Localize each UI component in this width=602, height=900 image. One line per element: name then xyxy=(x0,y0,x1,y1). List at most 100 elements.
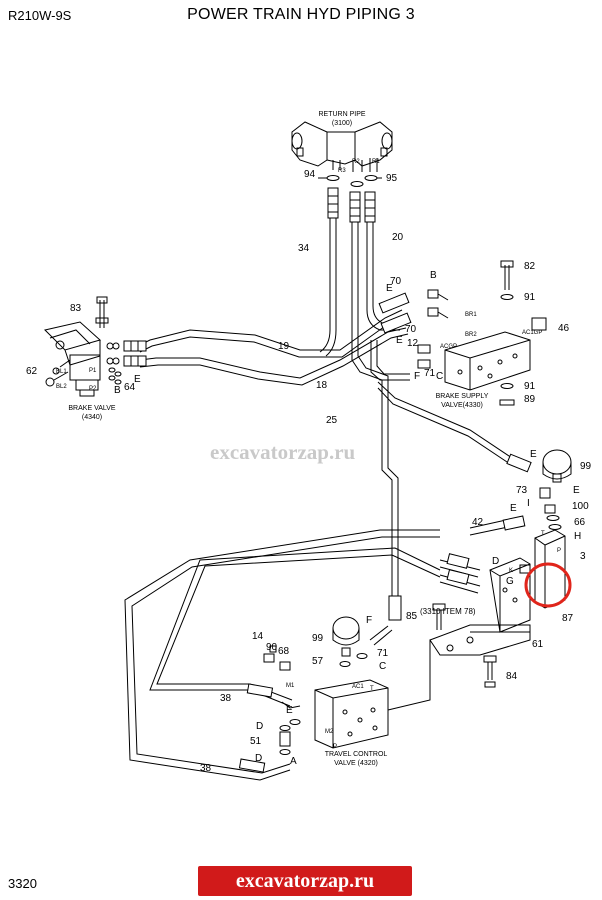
part-label-pFb: F xyxy=(366,615,373,626)
part-label-p61: 61 xyxy=(532,639,544,650)
part-label-p94: 94 xyxy=(304,169,316,180)
item-ref-label: (3310 ITEM 78) xyxy=(420,607,476,616)
travel-valve-label-2: VALVE (4320) xyxy=(334,760,378,767)
part-label-p85: 85 xyxy=(406,611,418,622)
return-pipe xyxy=(291,121,393,172)
part-label-pEe: E xyxy=(573,485,580,496)
port-p3: P xyxy=(333,744,337,750)
part-label-p42: 42 xyxy=(472,517,484,528)
part-label-p90: 90 xyxy=(266,642,278,653)
part-label-p71b: 71 xyxy=(377,648,389,659)
port-r1: R1 xyxy=(372,159,380,165)
part-label-p87: 87 xyxy=(562,613,574,624)
part-label-p12: 12 xyxy=(407,338,419,349)
port-p2: P2 xyxy=(89,386,97,392)
watermark-bottom: excavatorzap.ru xyxy=(198,866,412,896)
return-pipe-label-2: (3100) xyxy=(332,120,352,127)
part-label-pEg: E xyxy=(286,705,293,716)
port-m2: M2 xyxy=(325,729,334,735)
part-label-p18: 18 xyxy=(316,380,328,391)
brake-supply-valve xyxy=(417,260,547,406)
part-label-p70b: 70 xyxy=(405,324,417,335)
vertical-hoses xyxy=(319,187,410,621)
lower-hoses xyxy=(124,529,441,781)
port-r3: R3 xyxy=(338,168,346,174)
o-rings-top xyxy=(318,175,382,187)
brake-supply-label-1: BRAKE SUPPLY xyxy=(436,393,489,400)
part-label-pBa: B xyxy=(430,270,437,281)
part-label-pI: I xyxy=(527,498,530,509)
part-label-p38b: 38 xyxy=(200,763,212,774)
travel-valve-label-1: TRAVEL CONTROL xyxy=(325,751,388,758)
brake-hoses xyxy=(106,292,412,386)
part-label-pDc: D xyxy=(255,753,263,764)
port-ac1: AC1 xyxy=(352,684,364,690)
part-label-pG: G xyxy=(506,576,514,587)
part-label-pEb: E xyxy=(396,335,403,346)
part-label-p91a: 91 xyxy=(524,292,536,303)
part-label-p38a: 38 xyxy=(220,693,232,704)
part-label-pEf: E xyxy=(510,503,517,514)
travel-control-valve xyxy=(314,616,393,749)
part-label-p25: 25 xyxy=(326,415,338,426)
part-label-pEa: E xyxy=(386,283,393,294)
port-ac1gp: AC1GP xyxy=(522,330,542,336)
part-label-pCb: C xyxy=(379,661,387,672)
part-label-pD: D xyxy=(492,556,500,567)
part-label-pBb: B xyxy=(114,385,121,396)
page-number: 3320 xyxy=(8,876,37,891)
watermark-middle: excavatorzap.ru xyxy=(210,440,356,464)
part-label-p84: 84 xyxy=(506,671,518,682)
part-label-p70a: 70 xyxy=(390,276,402,287)
port-bl1: BL1 xyxy=(56,369,67,375)
accumulator-hoses-right xyxy=(377,381,572,594)
part-label-p99a: 99 xyxy=(580,461,592,472)
port-br2: BR2 xyxy=(465,332,477,338)
part-label-p100: 100 xyxy=(572,501,589,512)
port-p: P xyxy=(557,548,561,554)
part-label-pEd: E xyxy=(530,449,537,460)
part-label-p57: 57 xyxy=(312,656,324,667)
part-label-p99b: 99 xyxy=(312,633,324,644)
port-k: K xyxy=(509,568,513,574)
part-label-p95: 95 xyxy=(386,173,398,184)
model-code: R210W-9S xyxy=(8,8,72,23)
page-title: POWER TRAIN HYD PIPING 3 xyxy=(187,6,415,23)
port-acgp: ACGP xyxy=(440,344,457,350)
port-p1: P1 xyxy=(89,368,97,374)
part-label-pDb: D xyxy=(256,721,264,732)
part-label-p68: 68 xyxy=(278,646,290,657)
part-label-p82: 82 xyxy=(524,261,536,272)
brake-valve-label-2: (4340) xyxy=(82,414,102,421)
brake-supply-label-2: VALVE(4330) xyxy=(441,402,483,409)
part-label-pEc: E xyxy=(134,374,141,385)
brake-valve xyxy=(44,296,122,397)
return-pipe-label-1: RETURN PIPE xyxy=(318,111,365,118)
part-label-pC: C xyxy=(436,371,444,382)
port-t2: T xyxy=(370,686,374,692)
part-label-p71a: 71 xyxy=(424,368,436,379)
port-bl2: BL2 xyxy=(56,384,67,390)
port-t: T xyxy=(541,531,545,537)
part-label-p34: 34 xyxy=(298,243,310,254)
part-label-pF: F xyxy=(414,371,421,382)
part-label-p51: 51 xyxy=(250,736,262,747)
part-label-p83: 83 xyxy=(70,303,82,314)
part-label-pH: H xyxy=(574,531,582,542)
part-label-p14: 14 xyxy=(252,631,264,642)
part-label-p62: 62 xyxy=(26,366,38,377)
part-label-p89: 89 xyxy=(524,394,536,405)
port-r2: R2 xyxy=(352,159,360,165)
brake-valve-label-1: BRAKE VALVE xyxy=(68,405,116,412)
port-m1: M1 xyxy=(286,683,295,689)
part-label-p19: 19 xyxy=(278,341,290,352)
part-label-p91b: 91 xyxy=(524,381,536,392)
part-label-p64: 64 xyxy=(124,382,136,393)
part-label-p73: 73 xyxy=(516,485,528,496)
port-br1: BR1 xyxy=(465,312,477,318)
part-label-p66: 66 xyxy=(574,517,586,528)
part-label-pA: A xyxy=(290,756,297,767)
part-label-p3: 3 xyxy=(580,551,586,562)
